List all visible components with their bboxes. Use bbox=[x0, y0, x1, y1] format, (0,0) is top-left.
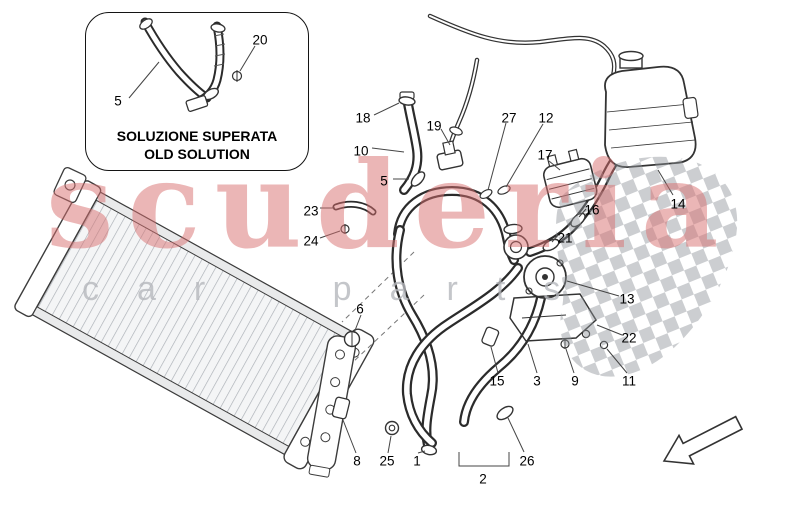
down-left-arrow-icon bbox=[662, 415, 744, 465]
old-solution-caption-line1: SOLUZIONE SUPERATA bbox=[116, 127, 278, 144]
radiator-mount-bracket bbox=[53, 166, 87, 204]
callout-11: 11 bbox=[621, 373, 637, 389]
old-solution-artwork bbox=[128, 17, 256, 112]
callout-23: 23 bbox=[303, 203, 319, 219]
callout-15: 15 bbox=[489, 373, 505, 389]
old-solution-caption-line2: OLD SOLUTION bbox=[144, 145, 250, 162]
junction-valve bbox=[436, 140, 464, 171]
callout-5: 5 bbox=[114, 93, 122, 109]
leader-lines bbox=[319, 102, 674, 467]
callout-1: 1 bbox=[413, 453, 421, 469]
callout-17: 17 bbox=[537, 147, 553, 163]
old-solution-caption: SOLUZIONE SUPERATA OLD SOLUTION bbox=[86, 127, 308, 163]
callout-26: 26 bbox=[519, 453, 535, 469]
callout-12: 12 bbox=[538, 110, 554, 126]
callout-24: 24 bbox=[303, 233, 319, 249]
callout-22: 22 bbox=[621, 330, 637, 346]
callout-20: 20 bbox=[252, 32, 268, 48]
expansion-tank-drawing bbox=[604, 50, 699, 168]
callout-3: 3 bbox=[533, 373, 541, 389]
callout-18: 18 bbox=[355, 110, 371, 126]
callout-6: 6 bbox=[356, 301, 364, 317]
alignment-dashes bbox=[341, 251, 425, 364]
callout-16: 16 bbox=[584, 202, 600, 218]
callout-8: 8 bbox=[353, 453, 361, 469]
callout-5: 5 bbox=[380, 173, 388, 189]
checkered-flag bbox=[556, 156, 738, 377]
callout-10: 10 bbox=[353, 143, 369, 159]
callout-19: 19 bbox=[426, 118, 442, 134]
callout-14: 14 bbox=[670, 196, 686, 212]
old-solution-inset: SOLUZIONE SUPERATA OLD SOLUTION bbox=[85, 12, 309, 171]
callout-21: 21 bbox=[557, 230, 573, 246]
callout-9: 9 bbox=[571, 373, 579, 389]
callout-2: 2 bbox=[479, 471, 487, 487]
callout-25: 25 bbox=[379, 453, 395, 469]
callout-27: 27 bbox=[501, 110, 517, 126]
callout-13: 13 bbox=[619, 291, 635, 307]
